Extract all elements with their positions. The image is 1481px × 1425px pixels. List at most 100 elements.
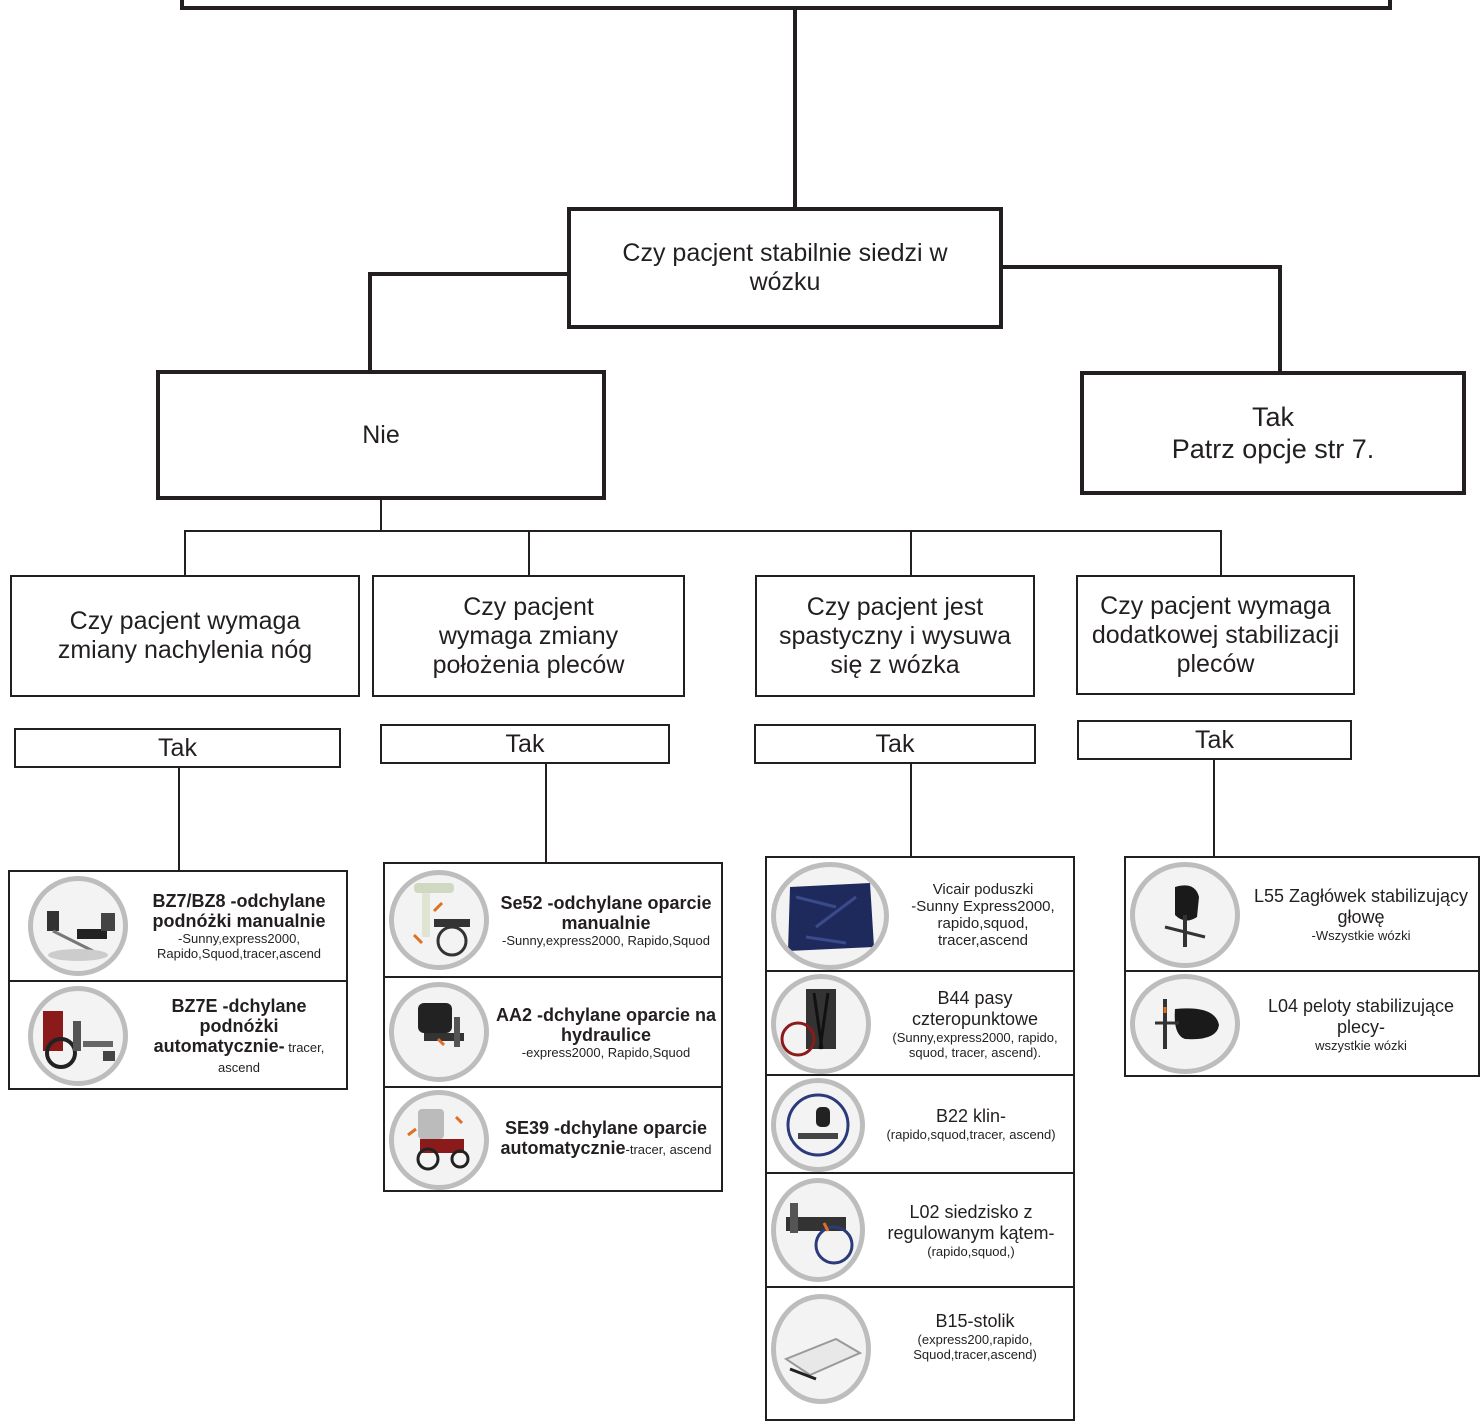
option-models-se52: -Sunny,express2000, Rapido,Squod [502,932,710,948]
connector-left-v [368,272,372,371]
connector-branch-1 [184,530,186,575]
option-models-b44: (Sunny,express2000, rapido, squod, trace… [892,1030,1058,1060]
option-row-b15: B15-stolik (express200,rapido, Squod,tra… [767,1288,1073,1421]
option-title-bz7-bz8: BZ7/BZ8 -odchylane podnóżki manualnie [152,891,326,931]
option-text-l02: L02 siedzisko z regulowanym kątem- (rapi… [871,1176,1071,1284]
option-title-l55: L55 Zagłówek stabilizujący głowę [1253,885,1469,927]
vicair-cushion-image [771,862,889,970]
tak-box-3: Tak [754,724,1036,764]
option-models-b22: (rapido,squod,tracer, ascend) [886,1127,1056,1142]
nie-text: Nie [362,420,400,449]
tak-text-1: Tak [158,734,197,762]
root-question-box: Czy pacjent stabilnie siedzi w wózku [567,207,1003,329]
option-text-b15: B15-stolik (express200,rapido, Squod,tra… [877,1292,1073,1380]
option-models-b15: (express200,rapido, Squod,tracer,ascend) [913,1331,1037,1362]
option-models-l02: (rapido,squod,) [927,1243,1015,1259]
option-title-b44: B44 pasy czteropunktowe [911,988,1039,1029]
tak-box-1: Tak [14,728,341,768]
option-row-bz7-bz8: BZ7/BZ8 -odchylane podnóżki manualnie -S… [10,872,346,982]
option-row-l02: L02 siedzisko z regulowanym kątem- (rapi… [767,1174,1073,1288]
tak-text-2: Tak [505,730,545,758]
option-text-vicair: Vicair poduszki -Sunny Express2000, rapi… [895,862,1071,968]
option-title-l02: L02 siedzisko z regulowanym kątem- [887,1201,1055,1243]
question-box-2: Czy pacjent wymaga zmiany położenia plec… [372,575,685,697]
tak-right-line1: Tak [1251,402,1295,432]
option-row-vicair: Vicair poduszki -Sunny Express2000, rapi… [767,858,1073,972]
option-row-se52: Se52 -odchylane oparcie manualnie -Sunny… [385,864,721,978]
option-row-l55: L55 Zagłówek stabilizujący głowę -Wszyst… [1126,858,1478,972]
wedge-image [771,1078,865,1172]
connector-tak1-down [178,766,180,872]
option-row-b44: B44 pasy czteropunktowe (Sunny,express20… [767,972,1073,1076]
backrest-hydraulic-image [389,982,489,1082]
option-title-wrap-bz7e: BZ7E -dchylane podnóżki automatycznie- t… [134,996,344,1076]
tak-right-line2: Patrz opcje str 7. [1171,434,1375,464]
option-text-b44: B44 pasy czteropunktowe (Sunny,express20… [877,974,1073,1074]
option-card-stabilization: L55 Zagłówek stabilizujący głowę -Wszyst… [1124,856,1480,1077]
question-text-2: Czy pacjent wymaga zmiany położenia plec… [432,592,625,679]
question-text-1: Czy pacjent wymaga zmiany nachylenia nóg [57,607,313,664]
connector-tak4-down [1213,758,1215,858]
option-card-spastic: Vicair poduszki -Sunny Express2000, rapi… [765,856,1075,1421]
option-title-bz7e: BZ7E -dchylane podnóżki automatycznie- [153,996,307,1056]
backrest-automatic-image [389,1090,489,1190]
tak-box-4: Tak [1077,720,1352,760]
option-title-se52: Se52 -odchylane oparcie manualnie [500,892,712,933]
option-card-back: Se52 -odchylane oparcie manualnie -Sunny… [383,862,723,1192]
option-title-aa2: AA2 -dchylane oparcie na hydraulice [495,1004,717,1045]
option-title-l04: L04 peloty stabilizujące plecy- [1267,995,1455,1037]
question-box-1: Czy pacjent wymaga zmiany nachylenia nóg [10,575,360,697]
connector-right-h [1002,265,1282,269]
connector-right-v [1278,265,1282,373]
connector-branch-2 [528,530,530,575]
seat-angle-image [771,1178,865,1282]
option-row-se39: SE39 -dchylane oparcie automatycznie-tra… [385,1088,721,1192]
option-card-legs: BZ7/BZ8 -odchylane podnóżki manualnie -S… [8,870,348,1090]
option-title-wrap-se39: SE39 -dchylane oparcie automatycznie-tra… [495,1118,717,1158]
tak-text-4: Tak [1195,726,1234,754]
option-text-l04: L04 peloty stabilizujące plecy- wszystki… [1246,976,1476,1072]
option-text-bz7e: BZ7E -dchylane podnóżki automatycznie- t… [134,986,344,1086]
connector-branch-h [184,530,1222,532]
lateral-support-image [1130,974,1240,1074]
legrest-manual-image [28,876,128,976]
question-text-4: Czy pacjent wymaga dodatkowej stabilizac… [1091,591,1340,678]
top-box-edge [180,0,1392,10]
nie-box: Nie [156,370,606,500]
connector-branch-3 [910,530,912,575]
legrest-automatic-image [28,986,128,1086]
connector-left-h [368,272,568,276]
option-text-se52: Se52 -odchylane oparcie manualnie -Sunny… [495,868,717,972]
tak-text-3: Tak [875,730,915,758]
option-text-bz7-bz8: BZ7/BZ8 -odchylane podnóżki manualnie -S… [134,876,344,976]
option-title-b22: B22 klin- [935,1106,1007,1126]
connector-nie-down [380,498,382,531]
headrest-image [1130,862,1240,968]
option-title-vicair: Vicair poduszki [932,881,1034,898]
option-title-se39: SE39 -dchylane oparcie automatycznie [500,1118,708,1158]
option-models-bz7e: tracer, ascend [218,1040,325,1075]
option-row-b22: B22 klin- (rapido,squod,tracer, ascend) [767,1076,1073,1174]
option-models-vicair: -Sunny Express2000, rapido,squod, tracer… [911,898,1055,949]
option-models-l55: -Wszystkie wózki [1311,927,1411,943]
connector-top-vertical [793,5,797,210]
tak-box-2: Tak [380,724,670,764]
connector-tak3-down [910,762,912,858]
question-box-3: Czy pacjent jest spastyczny i wysuwa się… [755,575,1035,697]
option-models-aa2: -express2000, Rapido,Squod [521,1044,691,1060]
option-text-aa2: AA2 -dchylane oparcie na hydraulice -exp… [495,980,717,1084]
tak-right-box: Tak Patrz opcje str 7. [1080,371,1466,495]
connector-tak2-down [545,762,547,865]
option-models-bz7-bz8: -Sunny,express2000, Rapido,Squod,tracer,… [156,931,322,961]
option-text-b22: B22 klin- (rapido,squod,tracer, ascend) [871,1076,1071,1172]
option-text-l55: L55 Zagłówek stabilizujący głowę -Wszyst… [1246,864,1476,964]
option-row-bz7e: BZ7E -dchylane podnóżki automatycznie- t… [10,982,346,1090]
question-text-3: Czy pacjent jest spastyczny i wysuwa się… [778,592,1012,679]
tray-image [771,1294,871,1404]
backrest-manual-image [389,870,489,970]
option-row-l04: L04 peloty stabilizujące plecy- wszystki… [1126,972,1478,1077]
belt-image [771,974,871,1074]
option-title-b15: B15-stolik [935,1310,1015,1331]
connector-branch-4 [1220,530,1222,575]
option-text-se39: SE39 -dchylane oparcie automatycznie-tra… [495,1088,717,1188]
